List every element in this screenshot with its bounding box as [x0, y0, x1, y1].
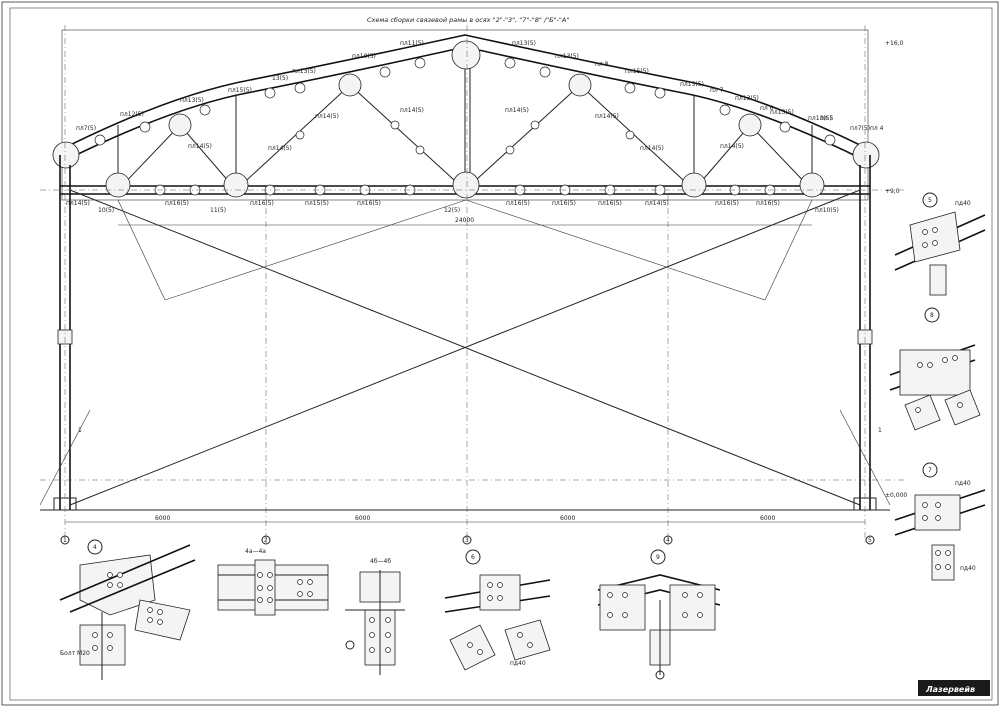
frame: 24000 6000 6000 6000 6000 1 2 3 4 5 1 1 — [39, 25, 905, 545]
truss-label: пл15(5) — [680, 81, 704, 88]
truss-label: пл12(5) — [120, 111, 144, 118]
node-mark: пл 7 — [710, 87, 724, 94]
dimension: 6000 — [560, 515, 575, 522]
elevation: +9,0 — [885, 188, 900, 195]
bottom-label: 11(5) — [210, 207, 226, 214]
detail-4a: 4а—4а — [217, 548, 329, 616]
truss-label: пл13(5) — [808, 115, 832, 122]
node-mark: пл 5 — [820, 115, 834, 122]
truss-label: пл13(5) — [555, 53, 579, 60]
truss-label: пл7(5) — [76, 125, 96, 132]
diag-label: пл14(5) — [188, 143, 212, 150]
truss-label: пл15(5) — [625, 68, 649, 75]
detail-8: 8 — [889, 307, 981, 431]
axis-label: 3 — [465, 537, 469, 544]
axis-markers: 1 2 3 4 5 — [60, 535, 875, 545]
bottom-label: пл14(5) — [645, 200, 669, 207]
detail-note: пд40 — [955, 200, 971, 207]
truss-label: пл11(5) — [400, 40, 424, 47]
axis-label: 2 — [264, 537, 268, 544]
node-mark: пл 6 — [760, 105, 774, 112]
logo-text: Лазервейв — [925, 685, 975, 694]
truss-label: пл7(5) — [850, 125, 870, 132]
detail-4b: 4б—4б — [345, 558, 405, 675]
diag-label: пл14(5) — [640, 145, 664, 152]
truss-label: пл10(5) — [352, 53, 376, 60]
detail-note: пд40 — [955, 480, 971, 487]
detail-7: 7 пд40 пд40 — [894, 462, 986, 581]
bottom-label: 12(5) — [444, 207, 460, 214]
bottom-label: пл16(5) — [552, 200, 576, 207]
company-logo: Лазервейв — [918, 680, 990, 696]
dimension: 6000 — [155, 515, 170, 522]
detail-label: 5 — [928, 197, 932, 204]
diag-label: пл14(5) — [505, 107, 529, 114]
diag-label: пл14(5) — [268, 145, 292, 152]
truss-label: 13(5) — [272, 75, 288, 82]
truss-label: пл13(5) — [292, 68, 316, 75]
detail-4: 4 Болт М20 — [59, 539, 196, 680]
detail-label: 4 — [93, 544, 97, 551]
detail-9: 9 — [597, 549, 721, 680]
bottom-label: пл16(5) — [357, 200, 381, 207]
detail-label: 4а—4а — [245, 548, 266, 555]
brace-label: 1 — [78, 427, 82, 434]
diag-label: пл14(5) — [595, 113, 619, 120]
dimension: 24000 — [455, 217, 474, 224]
dimension: 6000 — [355, 515, 370, 522]
detail-6: 6 пд40 — [444, 549, 551, 671]
detail-label: 6 — [471, 554, 475, 561]
diag-label: пл14(5) — [315, 113, 339, 120]
truss-label: пл13(5) — [180, 97, 204, 104]
node-mark: пл 4 — [870, 125, 884, 132]
detail-note: пд40 — [510, 660, 526, 667]
bottom-label: пл16(5) — [756, 200, 780, 207]
bottom-label: 10(5) — [98, 207, 114, 214]
bottom-label: пл16(5) — [165, 200, 189, 207]
detail-label: 4б—4б — [370, 558, 391, 565]
bottom-label: пл15(5) — [305, 200, 329, 207]
brace-label: 1 — [878, 427, 882, 434]
bottom-label: пл16(5) — [250, 200, 274, 207]
truss-label: пл13(5) — [512, 40, 536, 47]
detail-5: 5 пд40 — [894, 192, 986, 296]
inner-frame — [9, 7, 993, 701]
truss-label: пл13(5) — [770, 109, 794, 116]
detail-label: 7 — [928, 467, 932, 474]
elevation: ±0,000 — [885, 492, 907, 499]
axis-label: 4 — [666, 537, 670, 544]
detail-label: 9 — [656, 554, 660, 561]
drawing-title: Схема сборки связевой рамы в осях "2"-"3… — [367, 16, 569, 24]
diag-label: пл14(5) — [720, 143, 744, 150]
axis-label: 1 — [63, 537, 67, 544]
truss: пл7(5) пл12(5) пл13(5) пл15(5) 13(5) пл1… — [52, 29, 907, 499]
detail-note: пд40 — [960, 565, 976, 572]
node-mark: пл 8 — [595, 61, 609, 68]
elevation: +16,0 — [885, 40, 904, 47]
bottom-label: пл10(5) — [815, 207, 839, 214]
truss-label: пл13(5) — [735, 95, 759, 102]
detail-label: 8 — [930, 312, 934, 319]
bottom-label: пл16(5) — [715, 200, 739, 207]
axis-label: 5 — [868, 537, 872, 544]
diag-label: пл14(5) — [400, 107, 424, 114]
bottom-label: пл14(5) — [66, 200, 90, 207]
truss-label: пл15(5) — [228, 87, 252, 94]
bottom-label: пл16(5) — [506, 200, 530, 207]
bottom-label: пл16(5) — [598, 200, 622, 207]
dimension: 6000 — [760, 515, 775, 522]
detail-note: Болт М20 — [60, 650, 90, 657]
